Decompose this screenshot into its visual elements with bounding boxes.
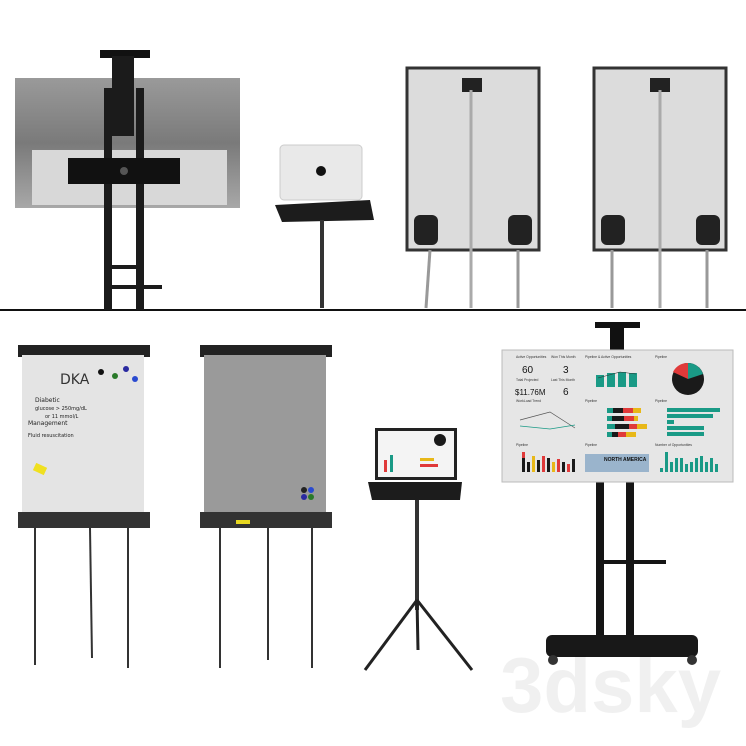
flipchart-blank bbox=[200, 345, 332, 668]
kpi-label: Total Projected bbox=[516, 378, 539, 382]
opportunities-chart bbox=[660, 452, 718, 472]
flipchart-whiteboard: DKA Diabetic glucose > 250mg/dL or 11 mm… bbox=[18, 345, 150, 668]
kpi-value: 60 bbox=[522, 365, 534, 376]
whiteboard-heading: DKA bbox=[60, 372, 90, 388]
panel-title: Pipeline bbox=[585, 443, 597, 447]
panel-title: Pipeline bbox=[585, 399, 597, 403]
dashboard-screen: Active Opportunities 60 Won This Month 3… bbox=[501, 349, 734, 483]
kpi-tiles: Active Opportunities 60 Won This Month 3… bbox=[515, 355, 576, 398]
kpi-value: 6 bbox=[563, 387, 569, 398]
whiteboard-text: Fluid resuscitation bbox=[28, 433, 74, 439]
whiteboard-text: glucose > 250mg/dL bbox=[35, 406, 87, 412]
map-label: NORTH AMERICA bbox=[604, 457, 647, 463]
panel-title: Number of Opportunities bbox=[655, 443, 692, 447]
whiteboard-text: or 11 mmol/L bbox=[45, 414, 79, 420]
horizontal-bar-chart bbox=[667, 408, 720, 436]
flipchart-back-1 bbox=[405, 66, 541, 309]
panel-title: Pipeline bbox=[655, 355, 667, 359]
column-chart bbox=[522, 452, 575, 472]
whiteboard-text: Diabetic bbox=[35, 397, 60, 404]
panel-title: Pipeline bbox=[516, 443, 528, 447]
laptop-tripod bbox=[363, 428, 474, 671]
map bbox=[585, 454, 649, 472]
kpi-value: $11.76M bbox=[515, 388, 546, 397]
flipchart-back-2 bbox=[592, 66, 728, 308]
kpi-label: Won This Month bbox=[551, 355, 576, 359]
tv-stand-front bbox=[546, 322, 698, 665]
stacked-bar-chart bbox=[607, 408, 647, 437]
kpi-label: Active Opportunities bbox=[516, 355, 547, 359]
apple-icon bbox=[316, 166, 326, 176]
kpi-value: 3 bbox=[563, 365, 569, 376]
magnet-eraser bbox=[32, 462, 48, 476]
watermark-logo: 3dsky bbox=[500, 641, 721, 729]
kpi-label: Last This Month bbox=[551, 378, 575, 382]
tv-stand-back bbox=[15, 50, 240, 310]
panel-title: Pipeline & Active Opportunities bbox=[585, 355, 632, 359]
laptop-lectern bbox=[275, 144, 374, 308]
whiteboard-text: Management bbox=[28, 420, 68, 427]
panel-title: WorkLoad Trend bbox=[516, 399, 541, 403]
panel-title: Pipeline bbox=[655, 399, 667, 403]
